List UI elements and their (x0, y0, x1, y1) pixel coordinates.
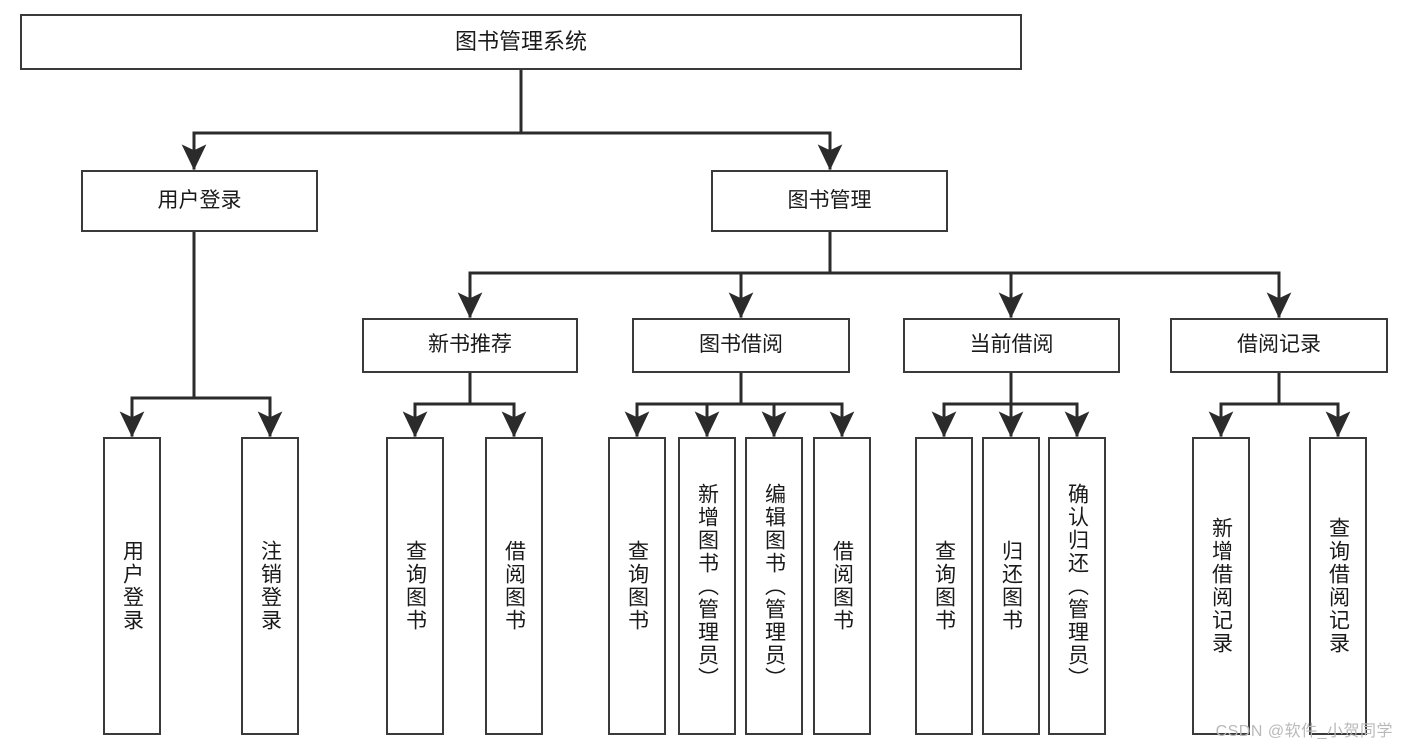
leaf-record-query-borrow-record-label: 查询借阅记录 (1326, 517, 1350, 655)
leaf-current-return-book-label: 归还图书 (999, 540, 1023, 632)
leaf-user-logout[interactable]: 注销登录 (241, 437, 299, 735)
leaf-recommendation-borrow-book[interactable]: 借阅图书 (485, 437, 543, 735)
leaf-recommendation-query-book[interactable]: 查询图书 (386, 437, 444, 735)
node-borrowing-record[interactable]: 借阅记录 (1170, 318, 1388, 373)
node-user-login-label: 用户登录 (157, 188, 242, 212)
leaf-current-confirm-return-admin-label: 确认归还（管理员） (1065, 482, 1089, 690)
node-current-borrowing[interactable]: 当前借阅 (903, 318, 1120, 373)
node-current-borrowing-label: 当前借阅 (969, 333, 1054, 357)
leaf-borrowing-borrow-book[interactable]: 借阅图书 (813, 437, 871, 735)
leaf-borrowing-edit-book-admin[interactable]: 编辑图书（管理员） (745, 437, 803, 735)
leaf-borrowing-query-book-label: 查询图书 (625, 540, 649, 632)
leaf-record-add-borrow-record[interactable]: 新增借阅记录 (1192, 437, 1250, 735)
node-user-login[interactable]: 用户登录 (81, 170, 318, 232)
node-new-book-recommendation[interactable]: 新书推荐 (362, 318, 578, 373)
node-borrowing-record-label: 借阅记录 (1237, 333, 1321, 357)
leaf-current-confirm-return-admin[interactable]: 确认归还（管理员） (1048, 437, 1106, 735)
leaf-record-add-borrow-record-label: 新增借阅记录 (1209, 517, 1233, 655)
leaf-recommendation-borrow-book-label: 借阅图书 (502, 540, 526, 632)
leaf-user-login[interactable]: 用户登录 (103, 437, 161, 735)
leaf-current-return-book[interactable]: 归还图书 (982, 437, 1040, 735)
leaf-user-login-label: 用户登录 (120, 540, 144, 632)
leaf-borrowing-edit-book-admin-label: 编辑图书（管理员） (762, 482, 786, 690)
leaf-recommendation-query-book-label: 查询图书 (403, 540, 427, 632)
node-book-management[interactable]: 图书管理 (711, 170, 948, 232)
leaf-borrowing-add-book-admin[interactable]: 新增图书（管理员） (678, 437, 736, 735)
node-book-borrowing-label: 图书借阅 (699, 333, 783, 357)
node-new-book-recommendation-label: 新书推荐 (428, 333, 512, 357)
leaf-record-query-borrow-record[interactable]: 查询借阅记录 (1309, 437, 1367, 735)
node-book-borrowing[interactable]: 图书借阅 (632, 318, 850, 373)
leaf-borrowing-query-book[interactable]: 查询图书 (608, 437, 666, 735)
leaf-current-query-book-label: 查询图书 (932, 540, 956, 632)
leaf-current-query-book[interactable]: 查询图书 (915, 437, 973, 735)
leaf-user-logout-label: 注销登录 (258, 540, 282, 632)
leaf-borrowing-borrow-book-label: 借阅图书 (830, 540, 854, 632)
node-root-label: 图书管理系统 (454, 29, 587, 55)
csdn-watermark: CSDN @软件_小贺同学 (1215, 723, 1393, 740)
leaf-borrowing-add-book-admin-label: 新增图书（管理员） (695, 482, 719, 690)
node-book-management-label: 图书管理 (787, 188, 872, 212)
node-root[interactable]: 图书管理系统 (20, 14, 1022, 70)
